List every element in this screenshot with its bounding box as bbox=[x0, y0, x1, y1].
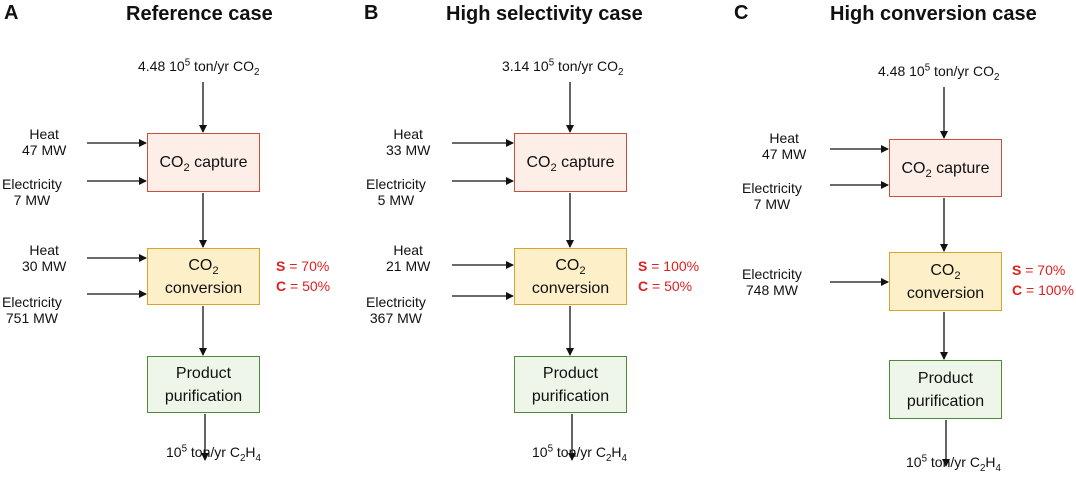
panel-c: C High conversion case 4.48 105 ton/yr C… bbox=[716, 0, 1076, 492]
panel-title: Reference case bbox=[126, 3, 273, 25]
panel-letter: A bbox=[4, 2, 19, 24]
panel-title: High selectivity case bbox=[446, 3, 643, 25]
panel-a: A Reference case 4.48 105 ton/yr CO2 Hea… bbox=[0, 0, 358, 492]
input-co2-label: 4.48 105 ton/yr CO2 bbox=[138, 57, 260, 78]
flow-arrows bbox=[830, 87, 950, 467]
co2-conversion-box: CO2 conversion bbox=[147, 248, 260, 305]
selectivity-conversion-values: S = 70% C = 100% bbox=[1012, 262, 1074, 298]
panel-letter: B bbox=[364, 2, 379, 24]
co2-capture-box: CO2 capture bbox=[889, 139, 1002, 197]
co2-capture-box: CO2 capture bbox=[514, 133, 627, 192]
flow-arrows bbox=[87, 82, 209, 461]
co2-capture-box: CO2 capture bbox=[147, 133, 260, 192]
product-purification-box: Product purification bbox=[514, 356, 627, 413]
co2-conversion-box: CO2 conversion bbox=[514, 248, 627, 305]
input-co2-label: 3.14 105 ton/yr CO2 bbox=[502, 57, 624, 78]
panel-title: High conversion case bbox=[830, 3, 1037, 25]
input-co2-label: 4.48 105 ton/yr CO2 bbox=[878, 62, 1000, 83]
panel-letter: C bbox=[734, 2, 749, 24]
selectivity-conversion-values: S = 70% C = 50% bbox=[276, 258, 331, 294]
panel-b: B High selectivity case 3.14 105 ton/yr … bbox=[358, 0, 716, 492]
flow-arrows bbox=[452, 82, 576, 461]
co2-conversion-box: CO2 conversion bbox=[889, 252, 1002, 311]
product-purification-box: Product purification bbox=[889, 360, 1002, 419]
product-purification-box: Product purification bbox=[147, 356, 260, 413]
selectivity-conversion-values: S = 100% C = 50% bbox=[638, 258, 700, 294]
